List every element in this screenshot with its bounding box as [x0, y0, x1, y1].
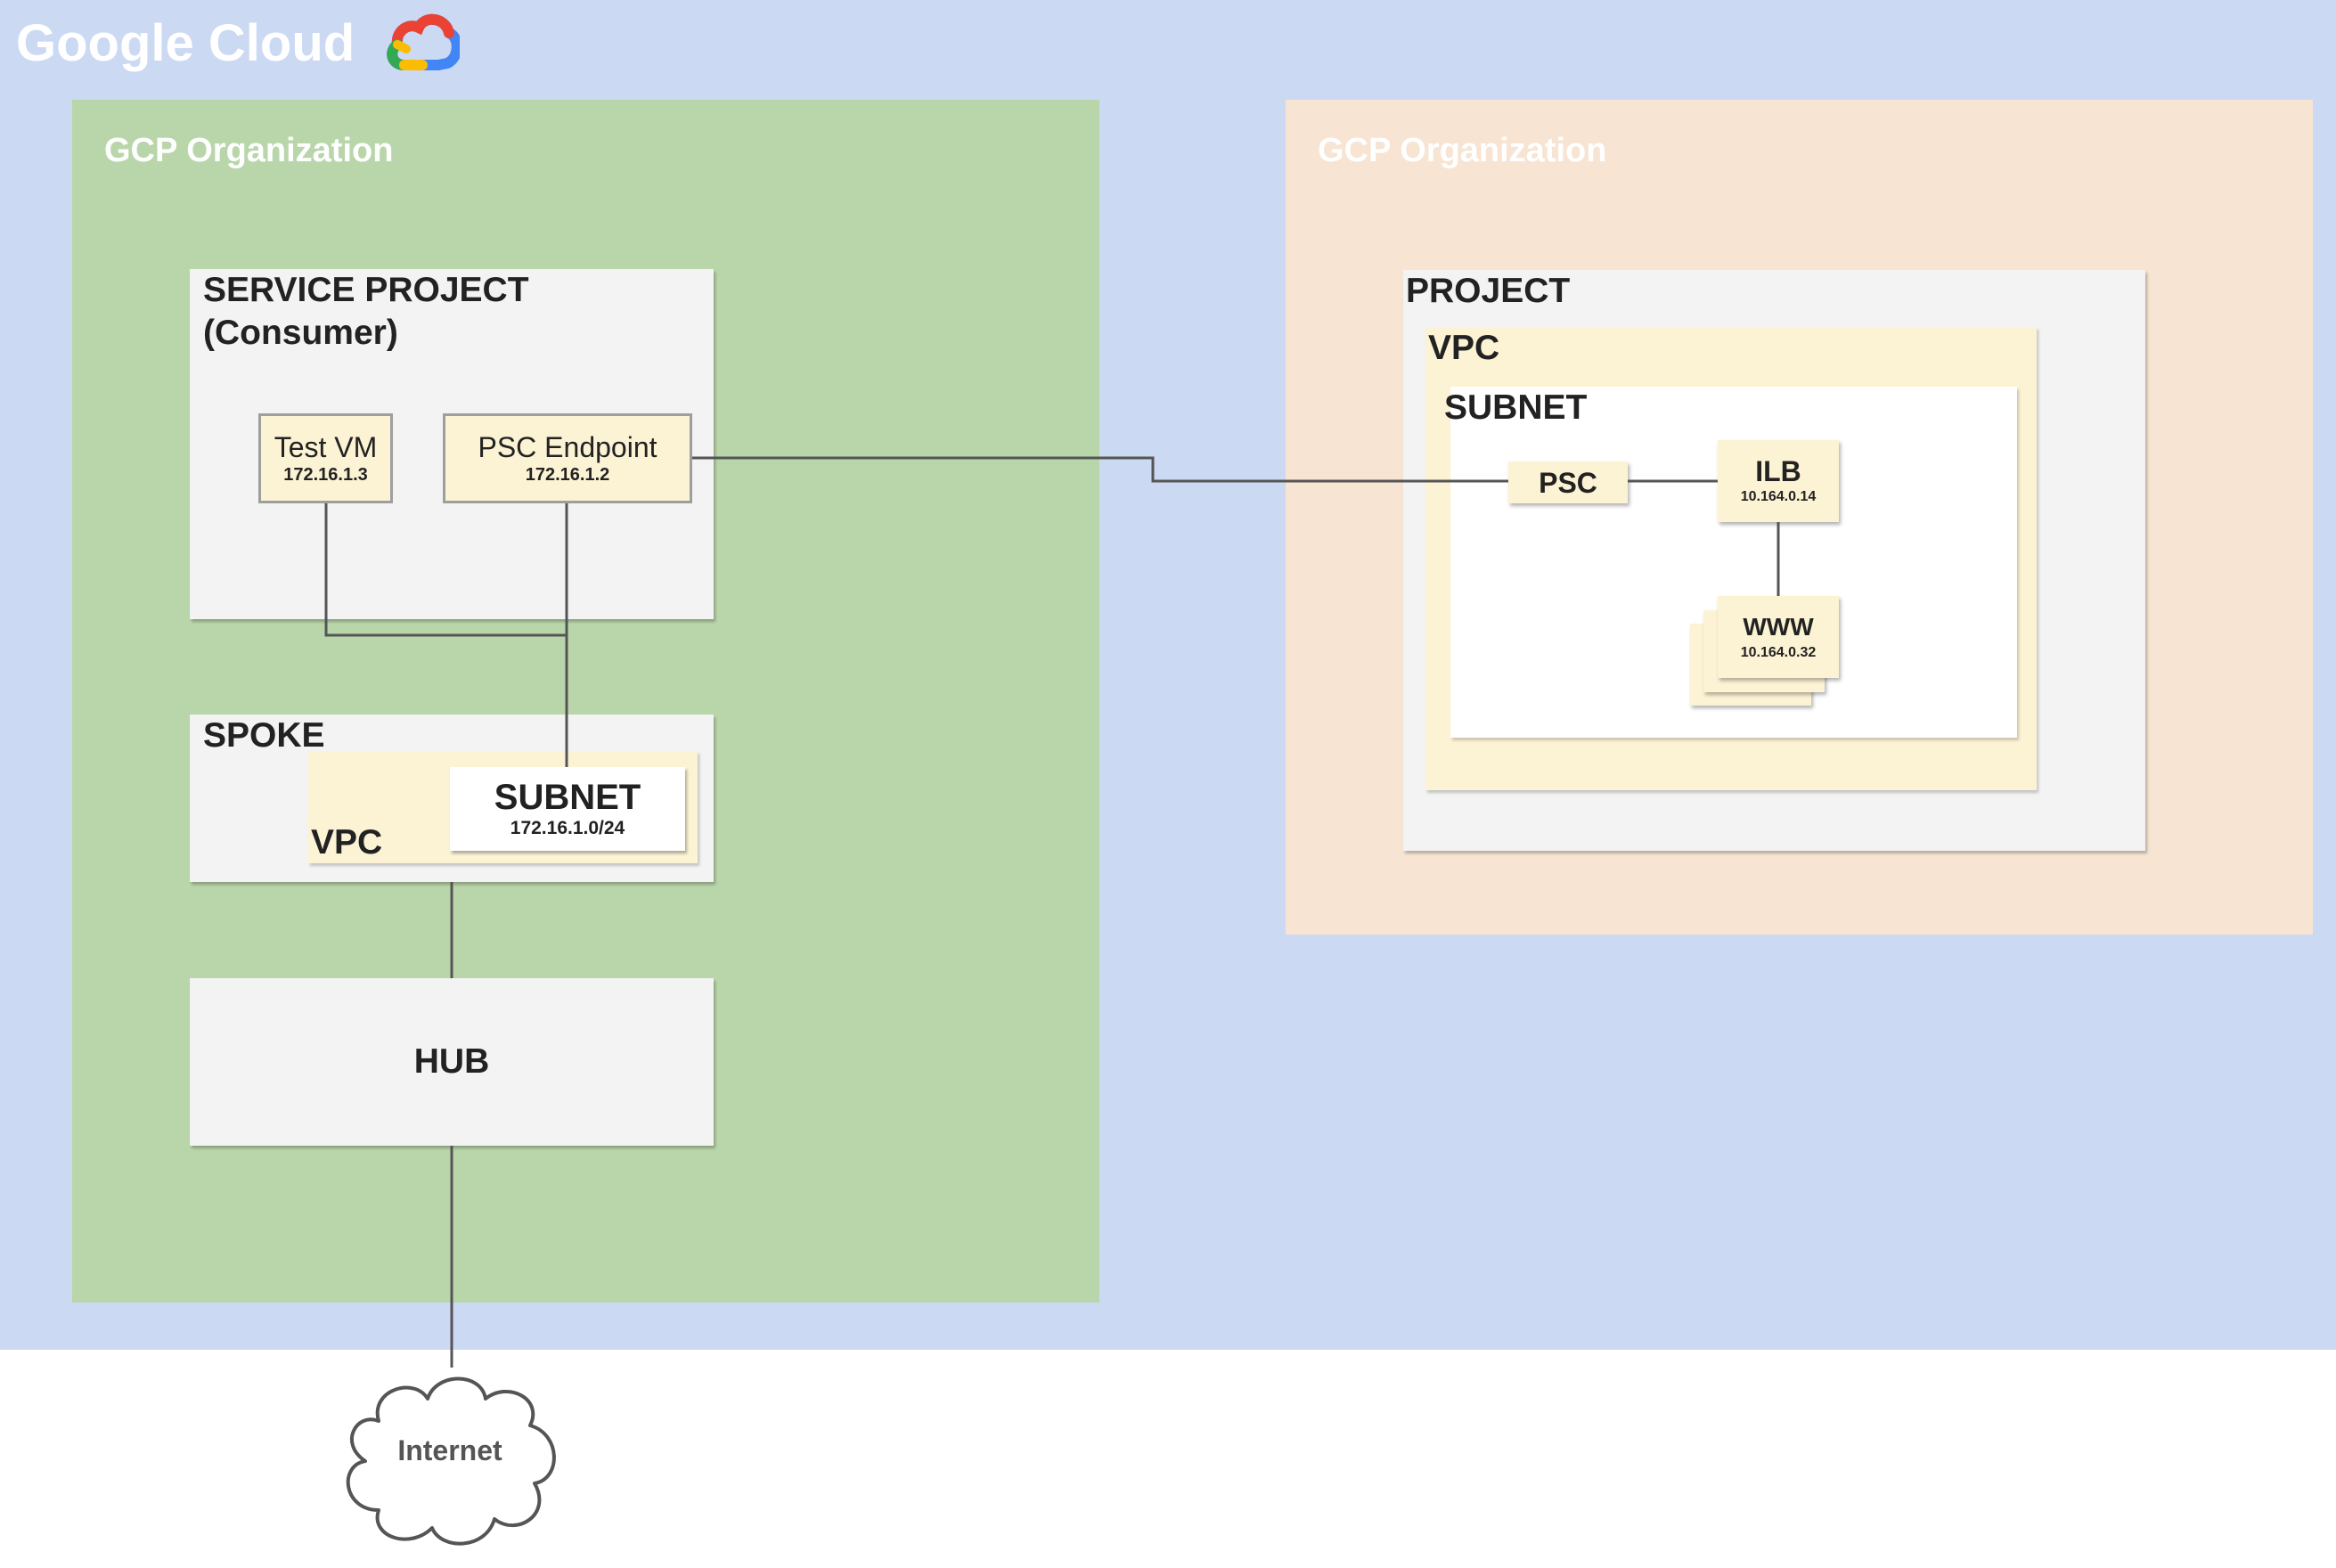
hub-container: HUB	[190, 978, 714, 1146]
psc-endpoint-label: PSC Endpoint	[478, 430, 658, 463]
internet-label: Internet	[397, 1434, 502, 1466]
project-vpc-label: VPC	[1428, 329, 1500, 367]
psc-node: PSC	[1508, 461, 1628, 503]
ilb-ip: 10.164.0.14	[1740, 489, 1817, 504]
brand-name: Google Cloud	[16, 13, 355, 72]
test-vm-label: Test VM	[274, 430, 378, 463]
spoke-subnet-label: SUBNET	[494, 778, 641, 817]
psc-endpoint-node: PSC Endpoint 172.16.1.2	[443, 413, 692, 503]
left-org-title: GCP Organization	[104, 132, 394, 169]
spoke-vpc-label: VPC	[311, 823, 383, 862]
test-vm-ip: 172.16.1.3	[283, 464, 368, 485]
spoke-subnet-cidr: 172.16.1.0/24	[510, 818, 625, 838]
google-cloud-header: Google Cloud	[16, 7, 461, 78]
service-project-title: SERVICE PROJECT (Consumer)	[203, 271, 529, 352]
psc-label: PSC	[1539, 466, 1597, 499]
www-ip: 10.164.0.32	[1740, 645, 1817, 660]
psc-endpoint-ip: 172.16.1.2	[525, 464, 610, 485]
hub-title: HUB	[413, 1042, 490, 1081]
spoke-title: SPOKE	[203, 716, 325, 755]
project-subnet-label: SUBNET	[1444, 388, 1588, 427]
test-vm-node: Test VM 172.16.1.3	[258, 413, 393, 503]
spoke-subnet: SUBNET 172.16.1.0/24	[450, 767, 685, 851]
internet-cloud-icon	[346, 1376, 556, 1546]
project-title: PROJECT	[1406, 272, 1571, 310]
right-org-title: GCP Organization	[1318, 132, 1607, 169]
google-cloud-logo-icon	[387, 14, 461, 70]
www-label: WWW	[1743, 613, 1814, 641]
ilb-node: ILB 10.164.0.14	[1718, 440, 1839, 522]
ilb-label: ILB	[1755, 455, 1801, 487]
www-node: WWW 10.164.0.32	[1718, 596, 1839, 678]
